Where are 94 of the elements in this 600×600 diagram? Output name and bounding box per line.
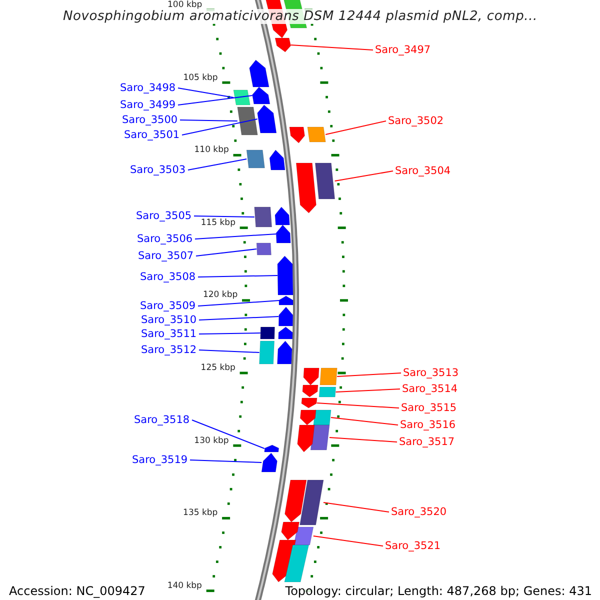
gene-feature — [289, 126, 305, 144]
gene-label: Saro_3510 — [141, 314, 197, 326]
gene-feature — [303, 368, 320, 386]
gene-feature — [246, 150, 265, 168]
leader-line — [330, 417, 398, 426]
gene-label: Saro_3506 — [137, 233, 193, 245]
scale-label: 130 kbp — [194, 436, 229, 446]
gene-label: Saro_3503 — [130, 164, 186, 176]
gene-feature — [297, 424, 315, 452]
leader-line — [190, 460, 262, 463]
leader-line — [194, 216, 255, 218]
gene-feature — [276, 224, 291, 244]
leader-line — [198, 300, 280, 306]
gene-label: Saro_3521 — [385, 540, 441, 552]
gene-label: Saro_3514 — [402, 383, 458, 395]
gene-feature — [254, 206, 272, 228]
gene-label: Saro_3520 — [391, 506, 447, 518]
leader-line — [335, 388, 400, 392]
gene-feature — [301, 398, 318, 408]
genome-summary: Topology: circular; Length: 487,268 bp; Genes: 431 — [285, 584, 592, 598]
leader-line — [323, 502, 390, 512]
gene-feature — [274, 206, 290, 226]
gene-label: Saro_3508 — [140, 271, 196, 283]
gene-feature — [249, 60, 270, 88]
scale-label: 100 kbp — [168, 0, 202, 10]
leader-line — [188, 158, 248, 170]
scale-label: 115 kbp — [200, 218, 236, 228]
scale-label: 125 kbp — [200, 363, 236, 373]
gene-feature — [300, 410, 316, 426]
gene-feature — [237, 106, 258, 136]
leader-line — [312, 536, 384, 546]
leader-line — [194, 234, 277, 240]
gene-label: Saro_3513 — [403, 367, 459, 379]
gene-label: Saro_3507 — [138, 250, 194, 262]
leader-line — [178, 95, 253, 106]
leader-line — [329, 437, 398, 442]
leader-line — [196, 248, 258, 256]
gene-feature — [259, 340, 275, 364]
scale-label: 110 kbp — [194, 145, 229, 156]
gene-feature — [300, 480, 324, 526]
map-title: Novosphingobium aromaticivorans DSM 12444 plasmid pNL2, comp... — [63, 9, 538, 24]
leader-line — [198, 350, 260, 353]
gene-label: Saro_3509 — [140, 300, 196, 312]
accession-note: Accession: NC_009427 — [9, 584, 146, 598]
gene-label: Saro_3497 — [375, 44, 431, 56]
leader-line — [334, 170, 394, 182]
scale-label: 140 kbp — [167, 580, 202, 591]
gene-feature — [294, 526, 314, 546]
gene-feature — [314, 162, 336, 200]
gene-feature — [313, 410, 332, 426]
gene-feature — [257, 104, 277, 134]
leader-line — [182, 118, 258, 136]
leader-line — [198, 275, 278, 278]
gene-feature — [307, 126, 326, 142]
scale-label: 105 kbp — [183, 72, 218, 83]
gene-label: Saro_3504 — [395, 165, 451, 177]
leader-line — [178, 88, 234, 98]
gene-feature — [260, 326, 275, 340]
leader-line — [325, 120, 386, 135]
leader-line — [290, 44, 374, 50]
gene-label: Saro_3499 — [120, 99, 176, 111]
gene-label: Saro_3512 — [141, 344, 197, 356]
gene-feature — [284, 544, 310, 582]
gene-label: Saro_3515 — [401, 402, 457, 414]
gene-feature — [296, 162, 316, 214]
gene-label: Saro_3519 — [132, 454, 188, 466]
gene-feature — [320, 368, 338, 386]
leader-line — [316, 402, 400, 408]
leader-line — [180, 120, 238, 122]
gene-feature — [256, 242, 272, 256]
gene-feature — [302, 384, 318, 398]
leader-line — [192, 420, 265, 449]
gene-feature — [252, 86, 270, 104]
gene-label: Saro_3516 — [400, 419, 456, 431]
gene-label: Saro_3501 — [124, 129, 180, 141]
scale-label: 135 kbp — [183, 508, 218, 518]
leader-line — [198, 332, 261, 334]
scale-label: 120 kbp — [202, 290, 238, 300]
leader-line — [336, 372, 402, 377]
gene-label: Saro_3498 — [120, 82, 176, 94]
gene-label: Saro_3500 — [122, 114, 178, 126]
gene-label: Saro_3518 — [134, 414, 190, 426]
gene-label: Saro_3517 — [399, 436, 455, 448]
gene-feature — [274, 38, 292, 52]
gene-label: Saro_3502 — [388, 115, 444, 127]
gene-feature — [318, 386, 336, 398]
gene-feature — [310, 424, 330, 450]
gene-label: Saro_3505 — [136, 210, 192, 222]
gene-feature — [269, 150, 286, 170]
gene-feature — [277, 340, 292, 364]
leader-line — [198, 316, 280, 320]
gene-feature — [278, 326, 293, 340]
gene-feature — [233, 90, 250, 106]
gene-label: Saro_3511 — [141, 328, 197, 340]
